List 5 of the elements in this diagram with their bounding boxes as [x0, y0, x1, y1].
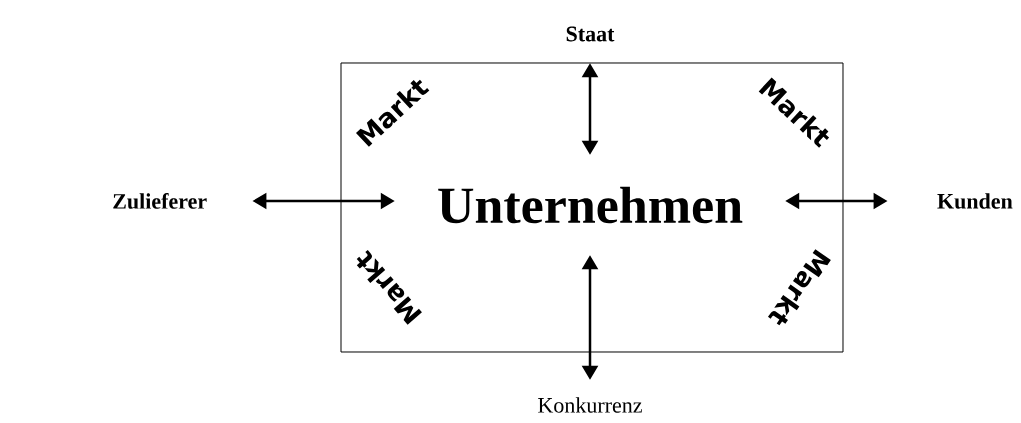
label-text: Zulieferer	[113, 193, 207, 209]
label-text: Konkurrenz	[538, 397, 642, 413]
label-text: Unternehmen	[438, 186, 743, 224]
label-text: Kunden	[937, 193, 1013, 209]
label-text: Staat	[566, 26, 615, 42]
